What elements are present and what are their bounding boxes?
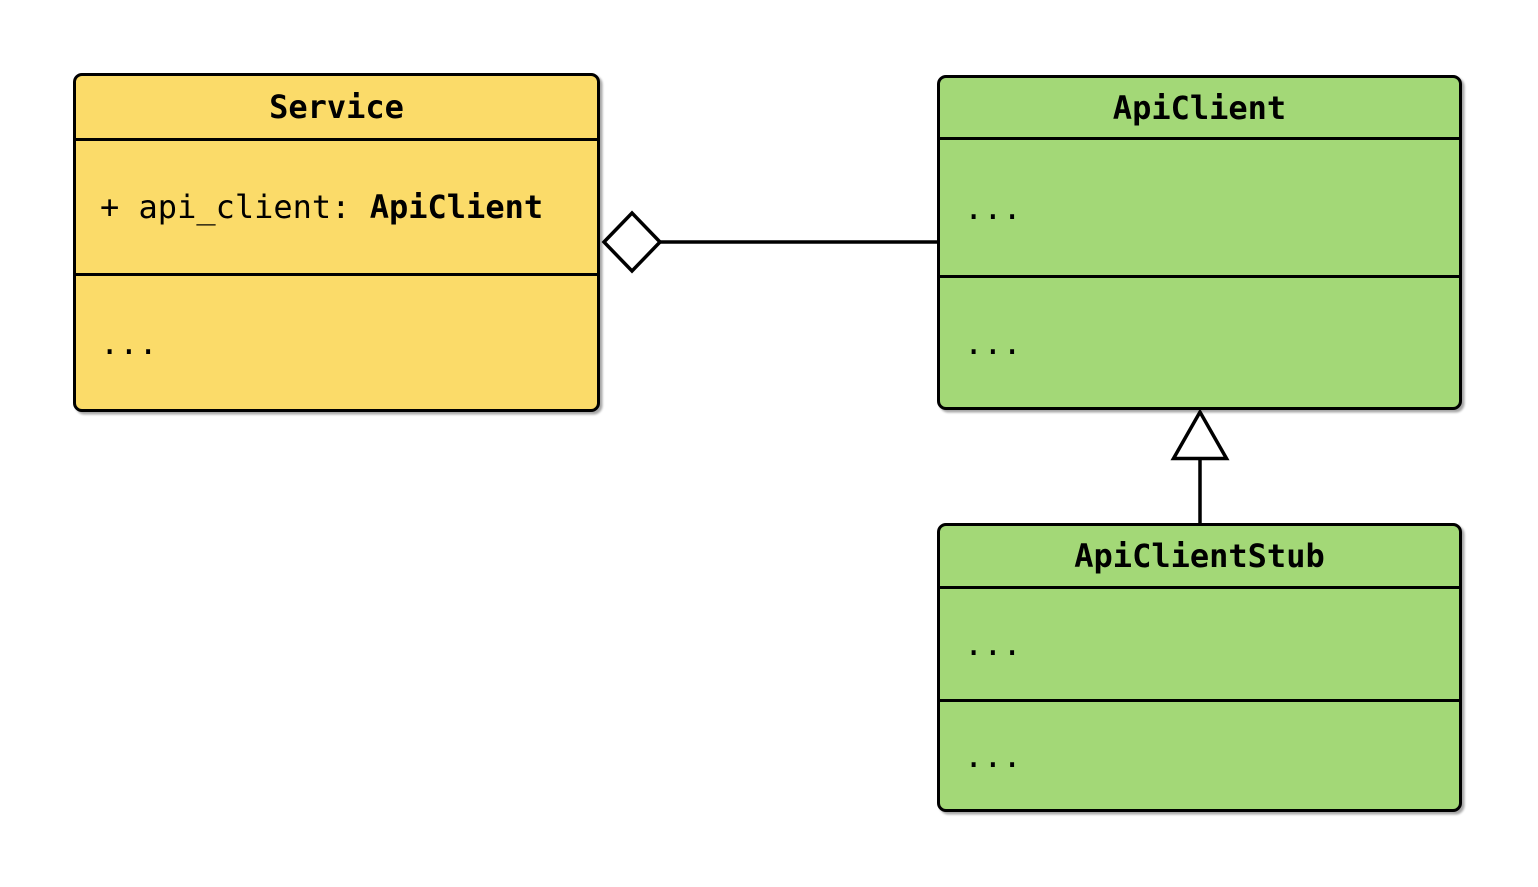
attribute-type-text: ApiClient: [369, 188, 544, 226]
class-methods-service: ...: [100, 323, 158, 362]
class-title-api-client: ApiClient: [940, 78, 1459, 140]
class-attributes-service: + api_client: ApiClient: [76, 141, 597, 276]
class-node-api-client: ApiClient ... ...: [937, 75, 1462, 410]
aggregation-diamond-icon: [601, 210, 663, 274]
class-node-api-client-stub: ApiClientStub ... ...: [937, 523, 1462, 812]
class-methods-api-client-stub: ...: [964, 736, 1022, 775]
attribute-name-text: + api_client:: [100, 188, 370, 226]
class-methods-api-client: ...: [964, 323, 1022, 362]
class-node-service: Service + api_client: ApiClient ...: [73, 73, 600, 412]
class-attributes-api-client-stub: ...: [940, 589, 1459, 702]
inheritance-triangle-icon: [1170, 408, 1230, 461]
class-title-api-client-stub: ApiClientStub: [940, 526, 1459, 589]
class-title-service: Service: [76, 76, 597, 141]
class-attributes-api-client: ...: [940, 140, 1459, 278]
